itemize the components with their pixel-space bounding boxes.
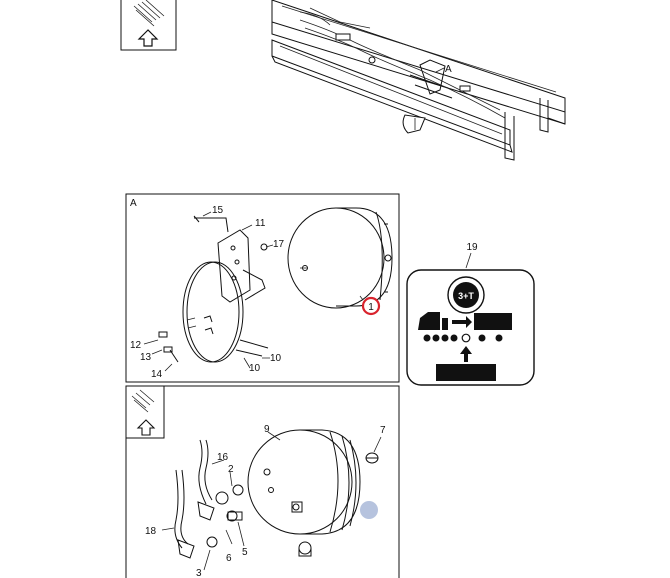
up-arrow-icon	[137, 29, 159, 47]
air-tank-9	[247, 429, 361, 535]
callout-1: 1	[368, 302, 374, 313]
callout-15: 15	[212, 205, 224, 216]
orientation-icon-top[interactable]	[120, 0, 177, 51]
callout-9: 9	[264, 424, 270, 435]
truck-trailer-icon	[418, 312, 512, 381]
hover-marker[interactable]	[360, 501, 378, 519]
badge-text: 3+T	[458, 291, 474, 301]
callout-17: 17	[273, 239, 285, 250]
chassis-frame-overview: A	[271, 0, 566, 161]
panel-a-title: A	[130, 198, 137, 209]
fittings	[174, 439, 379, 559]
callout-10-right: 10	[270, 353, 282, 364]
callout-7: 7	[380, 425, 386, 436]
config-badge: 3+T	[447, 276, 485, 314]
callout-13: 13	[140, 352, 152, 363]
callout-1-hotspot[interactable]: 1	[361, 296, 381, 316]
callout-11: 11	[255, 218, 266, 229]
frame-rail-icon	[131, 389, 155, 413]
mounting-bracket	[158, 215, 269, 363]
frame-rail-icon	[133, 0, 165, 27]
callout-10-bottom: 10	[249, 363, 261, 374]
callout-5: 5	[242, 547, 248, 558]
variant-panel: 19 3+T	[406, 242, 535, 386]
up-arrow-icon	[136, 419, 156, 436]
callout-19: 19	[466, 242, 478, 253]
callout-2: 2	[228, 464, 234, 475]
detail-panel-a: A	[125, 193, 400, 383]
callout-14: 14	[151, 369, 163, 380]
callout-12: 12	[130, 340, 142, 351]
callout-3: 3	[196, 568, 202, 578]
orientation-icon-bottom[interactable]	[125, 385, 165, 439]
air-tank-1	[287, 207, 393, 309]
callout-16: 16	[217, 452, 229, 463]
detail-panel-b: 9 7 16 2 18 6 5 3	[125, 385, 400, 578]
detail-marker-a: A	[445, 64, 452, 75]
callout-6: 6	[226, 553, 232, 564]
callout-18: 18	[145, 526, 157, 537]
